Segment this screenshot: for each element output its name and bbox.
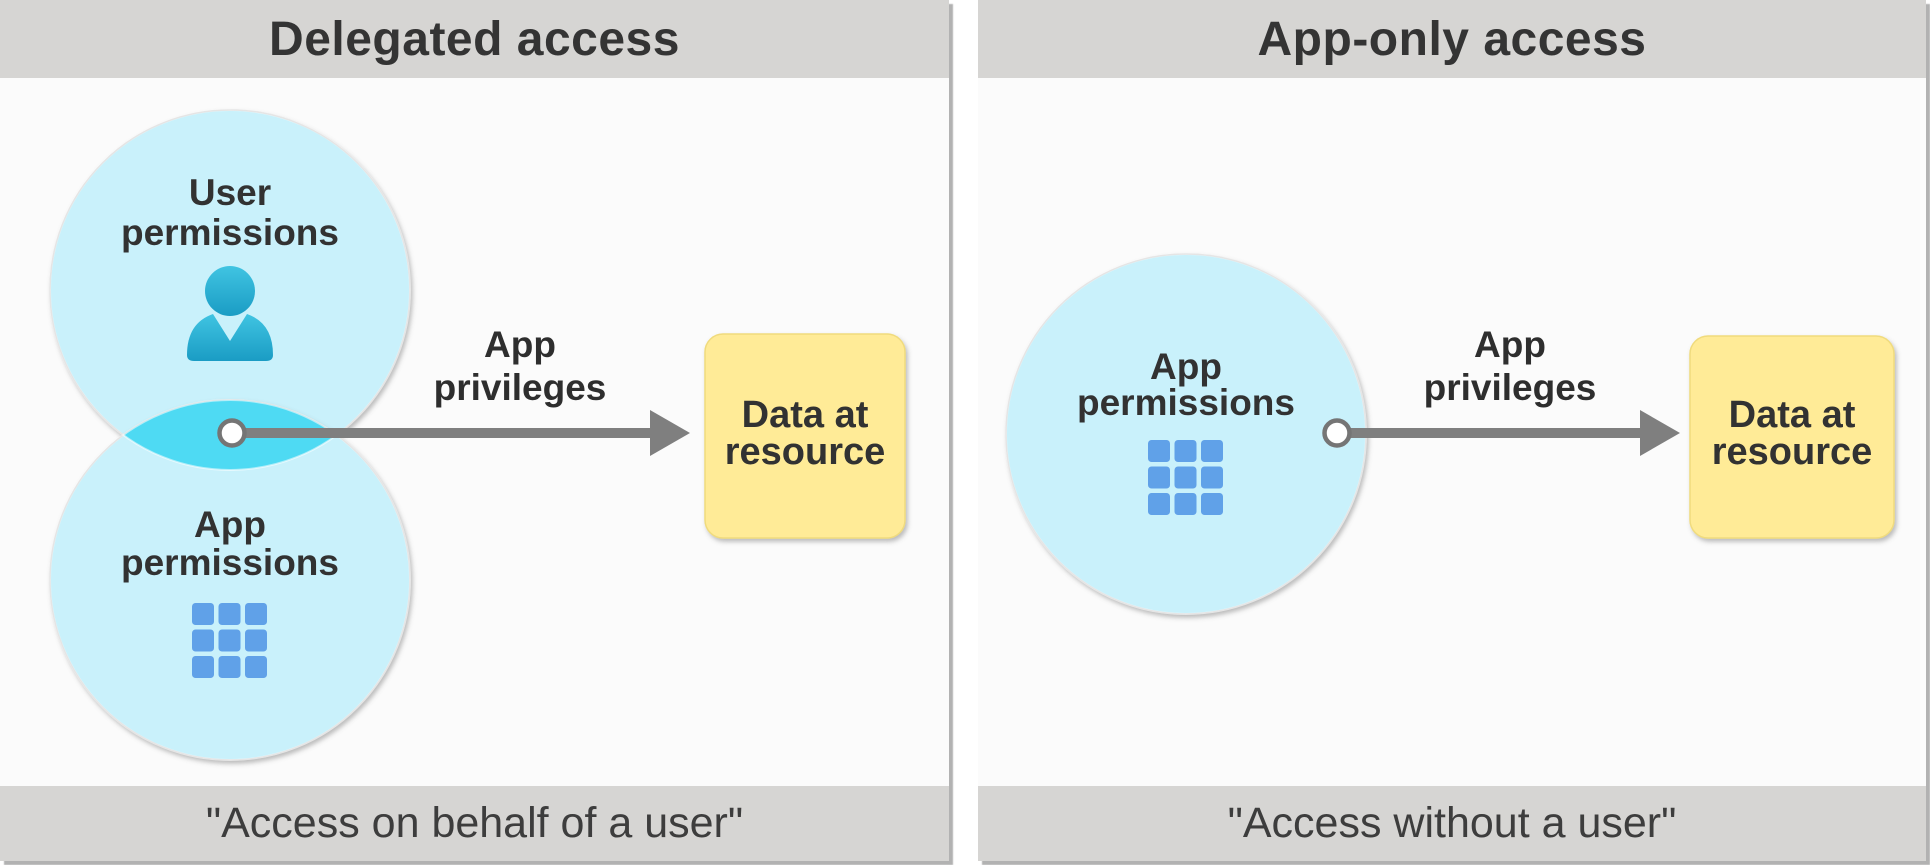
app-privileges-label-line2: privileges bbox=[1424, 367, 1597, 408]
user-permissions-label-line2: permissions bbox=[121, 212, 339, 253]
app-privileges-label-line1: App bbox=[1474, 324, 1546, 365]
app-permissions-label-line1: App bbox=[1150, 346, 1222, 387]
app-only-diagram: App permissions App privileges bbox=[978, 78, 1926, 786]
app-only-diagram-svg: App permissions App privileges bbox=[1005, 253, 1895, 615]
app-permissions-label-line1: App bbox=[194, 504, 266, 545]
privileges-arrow bbox=[1346, 410, 1680, 456]
connector-dot bbox=[1322, 418, 1352, 448]
app-grid-icon bbox=[192, 603, 267, 678]
app-permissions-circle bbox=[1005, 253, 1367, 615]
app-permissions-label-line2: permissions bbox=[121, 542, 339, 583]
privileges-arrow bbox=[240, 410, 690, 456]
data-at-resource-label-line1: Data at bbox=[742, 394, 869, 436]
panel-caption: "Access without a user" bbox=[978, 786, 1926, 861]
data-at-resource-label-line2: resource bbox=[1712, 431, 1873, 473]
panel-delegated-access: Delegated access bbox=[0, 0, 949, 861]
user-permissions-label-line1: User bbox=[189, 172, 271, 213]
delegated-diagram: User permissions App permissions bbox=[0, 78, 949, 786]
panel-title: App-only access bbox=[978, 0, 1926, 78]
data-at-resource-label-line2: resource bbox=[725, 431, 886, 473]
app-grid-icon bbox=[1148, 440, 1223, 515]
user-icon bbox=[187, 266, 273, 361]
panel-caption: "Access on behalf of a user" bbox=[0, 786, 949, 861]
data-at-resource-label-line1: Data at bbox=[1729, 394, 1856, 436]
app-permissions-label-line2: permissions bbox=[1077, 382, 1295, 423]
data-at-resource-box bbox=[1689, 335, 1895, 539]
panel-title: Delegated access bbox=[0, 0, 949, 78]
circle-rims bbox=[49, 109, 411, 761]
data-at-resource-box bbox=[704, 333, 906, 539]
delegated-diagram-svg: User permissions App permissions bbox=[49, 109, 906, 761]
panel-app-only-access: App-only access App permissions bbox=[978, 0, 1926, 861]
app-privileges-label-line1: App bbox=[484, 324, 556, 365]
connector-dot bbox=[217, 418, 247, 448]
app-privileges-label-line2: privileges bbox=[434, 367, 607, 408]
